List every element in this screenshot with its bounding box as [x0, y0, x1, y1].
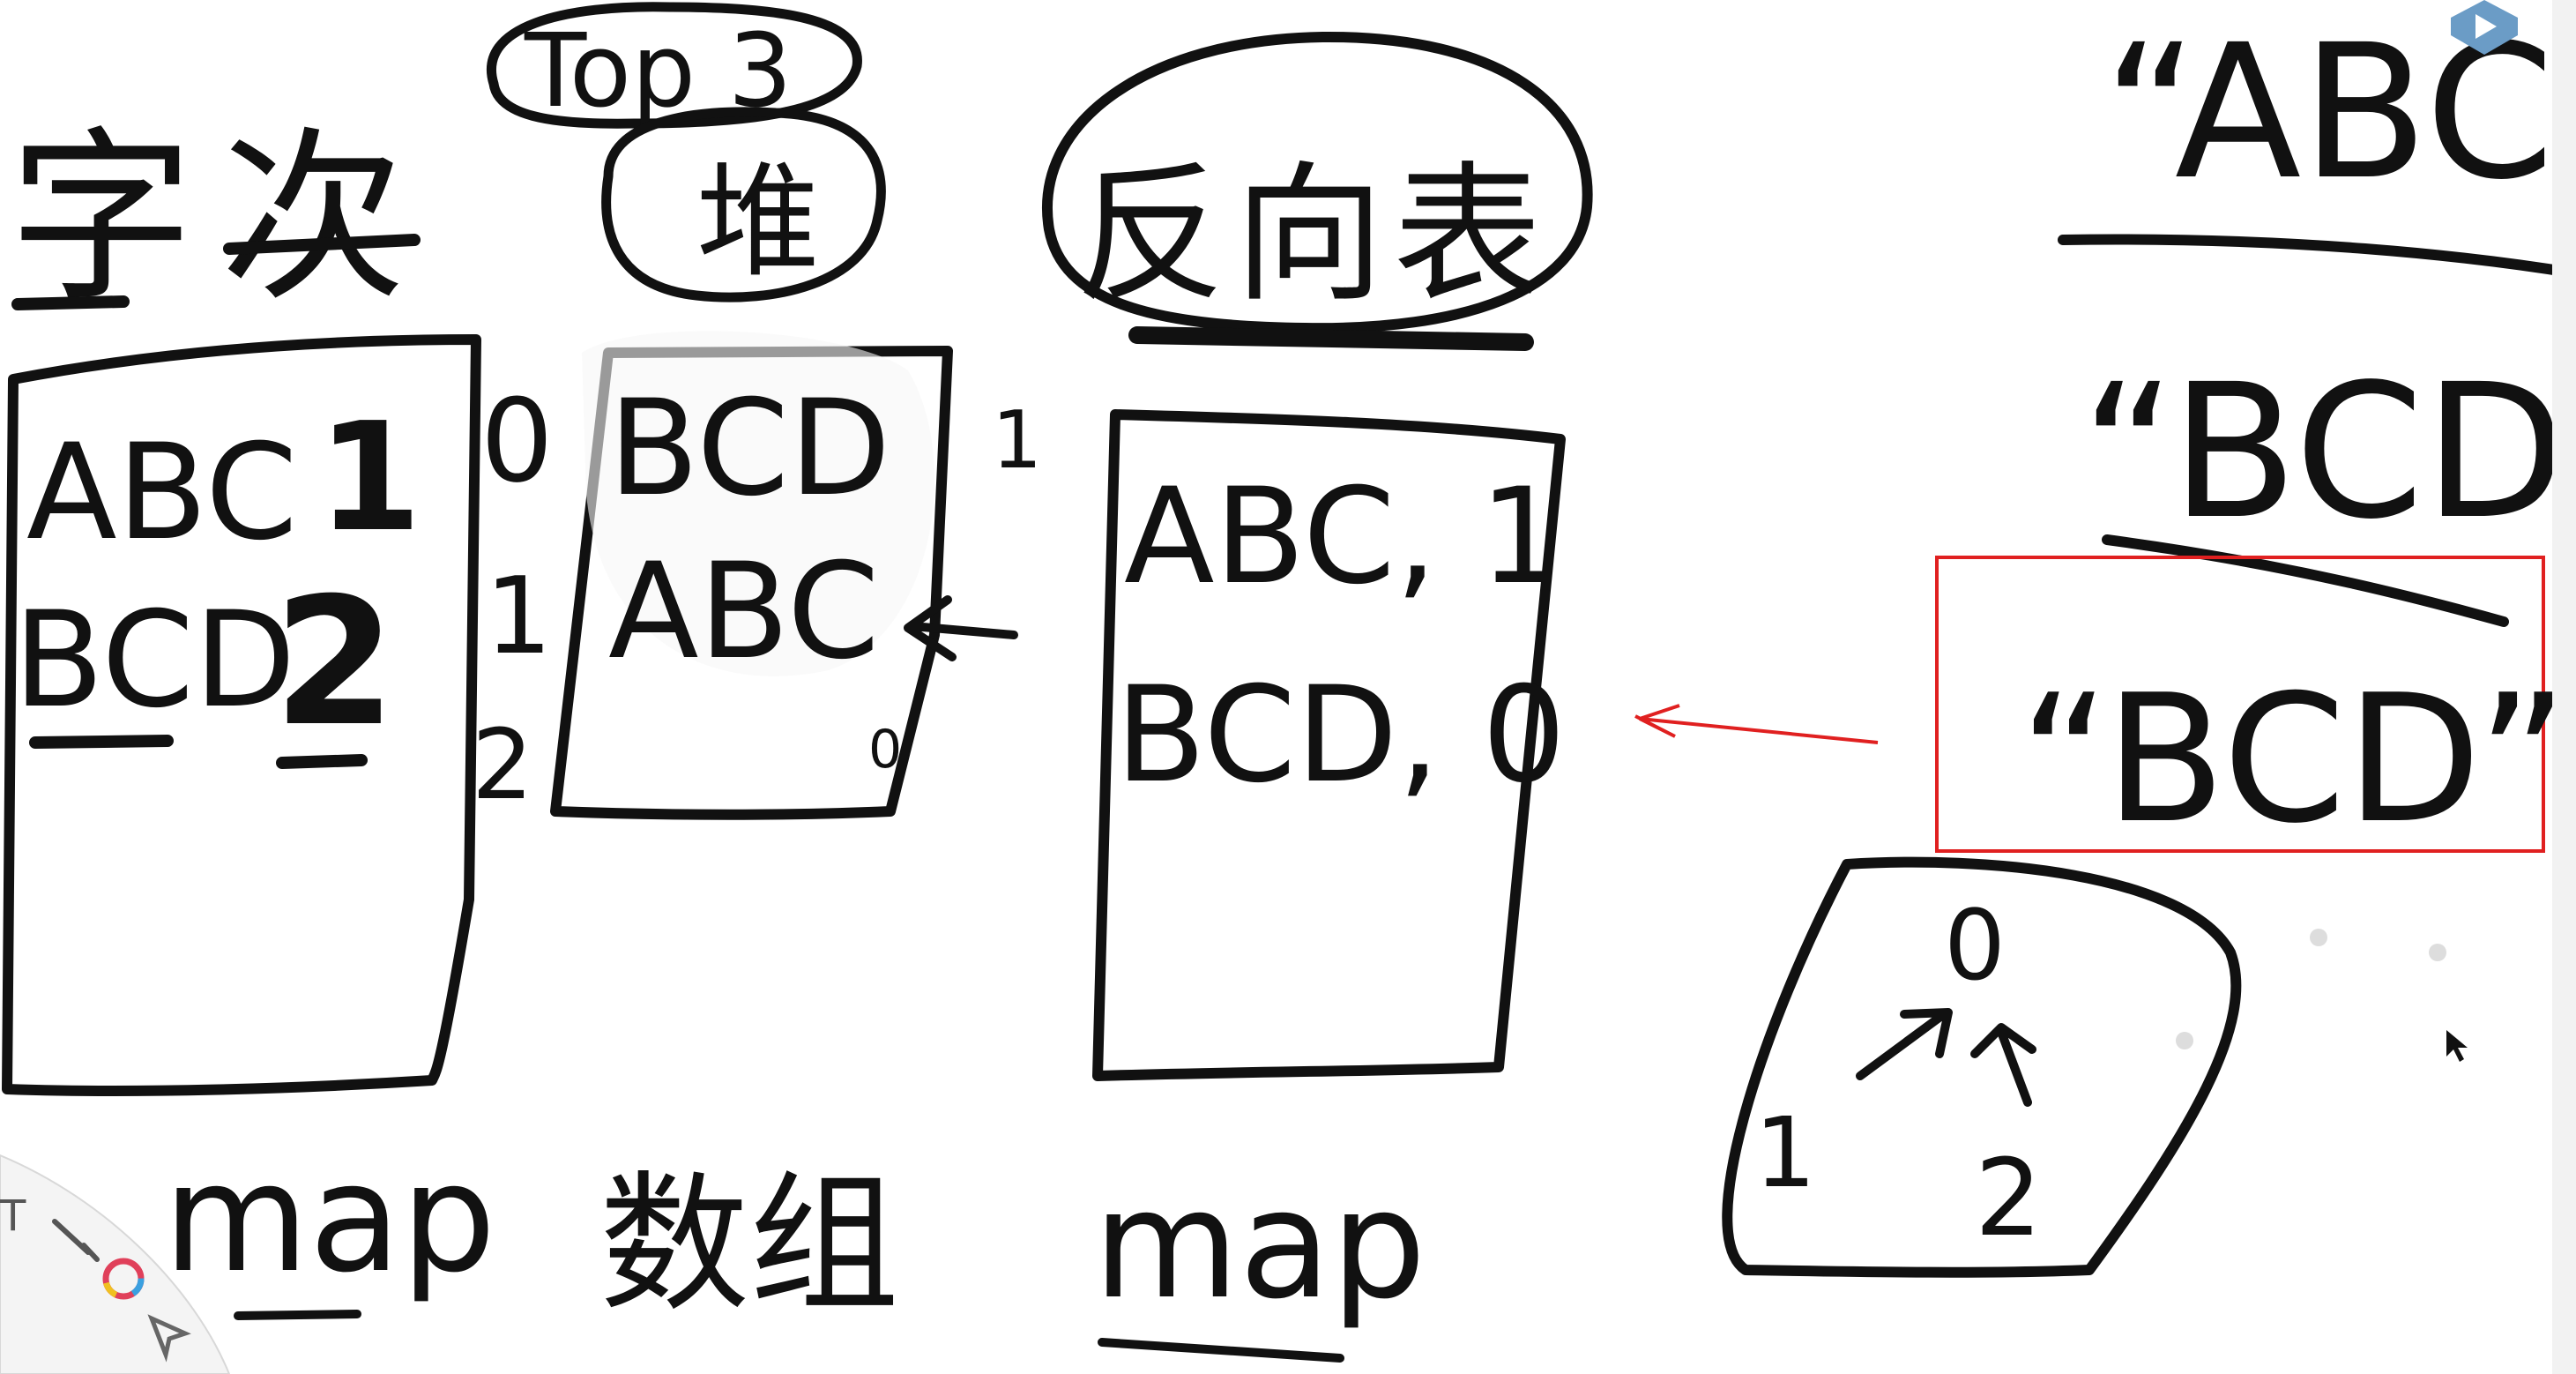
svg-text:T: T [0, 1191, 26, 1241]
text-tool-icon[interactable]: T [0, 1191, 26, 1241]
right-edge-scrollbar[interactable] [2552, 0, 2576, 1374]
left-map-underlines [29, 735, 368, 769]
right-map-caption: map [1093, 1158, 1426, 1333]
left-map-caption-underline [234, 1310, 361, 1320]
quote-bcd: “BCD” [2081, 344, 2576, 560]
app-badge-icon[interactable] [2451, 0, 2518, 55]
heap-side-mark-1: 1 [992, 394, 1042, 487]
heap-side-mark-0: 0 [868, 719, 902, 780]
quote-bcd-boxed: “BCD” [2019, 657, 2568, 862]
mouse-cursor-icon [2446, 1030, 2468, 1062]
right-map-box [1092, 409, 1566, 1081]
heap-array-caption: 数组 [599, 1158, 899, 1333]
right-map-row-1: ABC, 1 [1124, 460, 1563, 614]
left-map-caption: map [163, 1131, 496, 1306]
ink-dot [2176, 1032, 2193, 1049]
heading-underline [11, 234, 421, 310]
tree-root: 0 [1944, 889, 2006, 1002]
heap-index-1: 1 [485, 556, 552, 678]
heap-bubble [601, 107, 886, 302]
ink-dot [2429, 944, 2446, 961]
tree-edge-right [1970, 1023, 2036, 1107]
top3-bubble [487, 2, 862, 129]
tree-right-child: 2 [1975, 1138, 2042, 1260]
left-map-key-2: BCD [13, 584, 296, 737]
reverse-table-underline [1128, 326, 1534, 351]
ink-dot [2310, 929, 2327, 946]
quote-bcd-underline [2102, 534, 2509, 627]
drawing-toolbar: T [0, 1154, 231, 1374]
color-picker-icon[interactable] [102, 1258, 145, 1300]
heap-index-0: 0 [480, 374, 554, 508]
heap-index-2: 2 [472, 708, 533, 821]
heap-array-item-0: BCD [608, 372, 891, 526]
highlight-arrow [1634, 704, 1879, 744]
reverse-table-label: 反向表 [1076, 148, 1552, 323]
heap-array-box [550, 346, 953, 820]
brush-tool-icon[interactable] [52, 1219, 100, 1262]
heap-array-item-1: ABC [608, 535, 880, 689]
highlight-box [1935, 556, 2545, 853]
tree-edge-left [1856, 1008, 1953, 1080]
heap-array-highlight [582, 331, 934, 676]
heap-pointer-arrow [904, 595, 1018, 661]
tree-outline [1722, 856, 2242, 1278]
right-map-caption-underline [1098, 1338, 1344, 1363]
reverse-table-bubble [1042, 31, 1593, 334]
heading-zi-ci: 字次 [9, 110, 432, 326]
tree-left-child: 1 [1754, 1096, 1816, 1209]
left-map-box [2, 334, 481, 1096]
pointer-tool-icon[interactable] [147, 1314, 191, 1363]
left-map-count-2: 2 [273, 560, 396, 765]
right-map-row-2: BCD, 0 [1115, 659, 1566, 812]
left-map-count-1: 1 [317, 391, 421, 565]
left-map-key-1: ABC [26, 416, 298, 570]
heap-label: 堆 [696, 151, 820, 295]
quote-abc-underline [2058, 234, 2576, 279]
